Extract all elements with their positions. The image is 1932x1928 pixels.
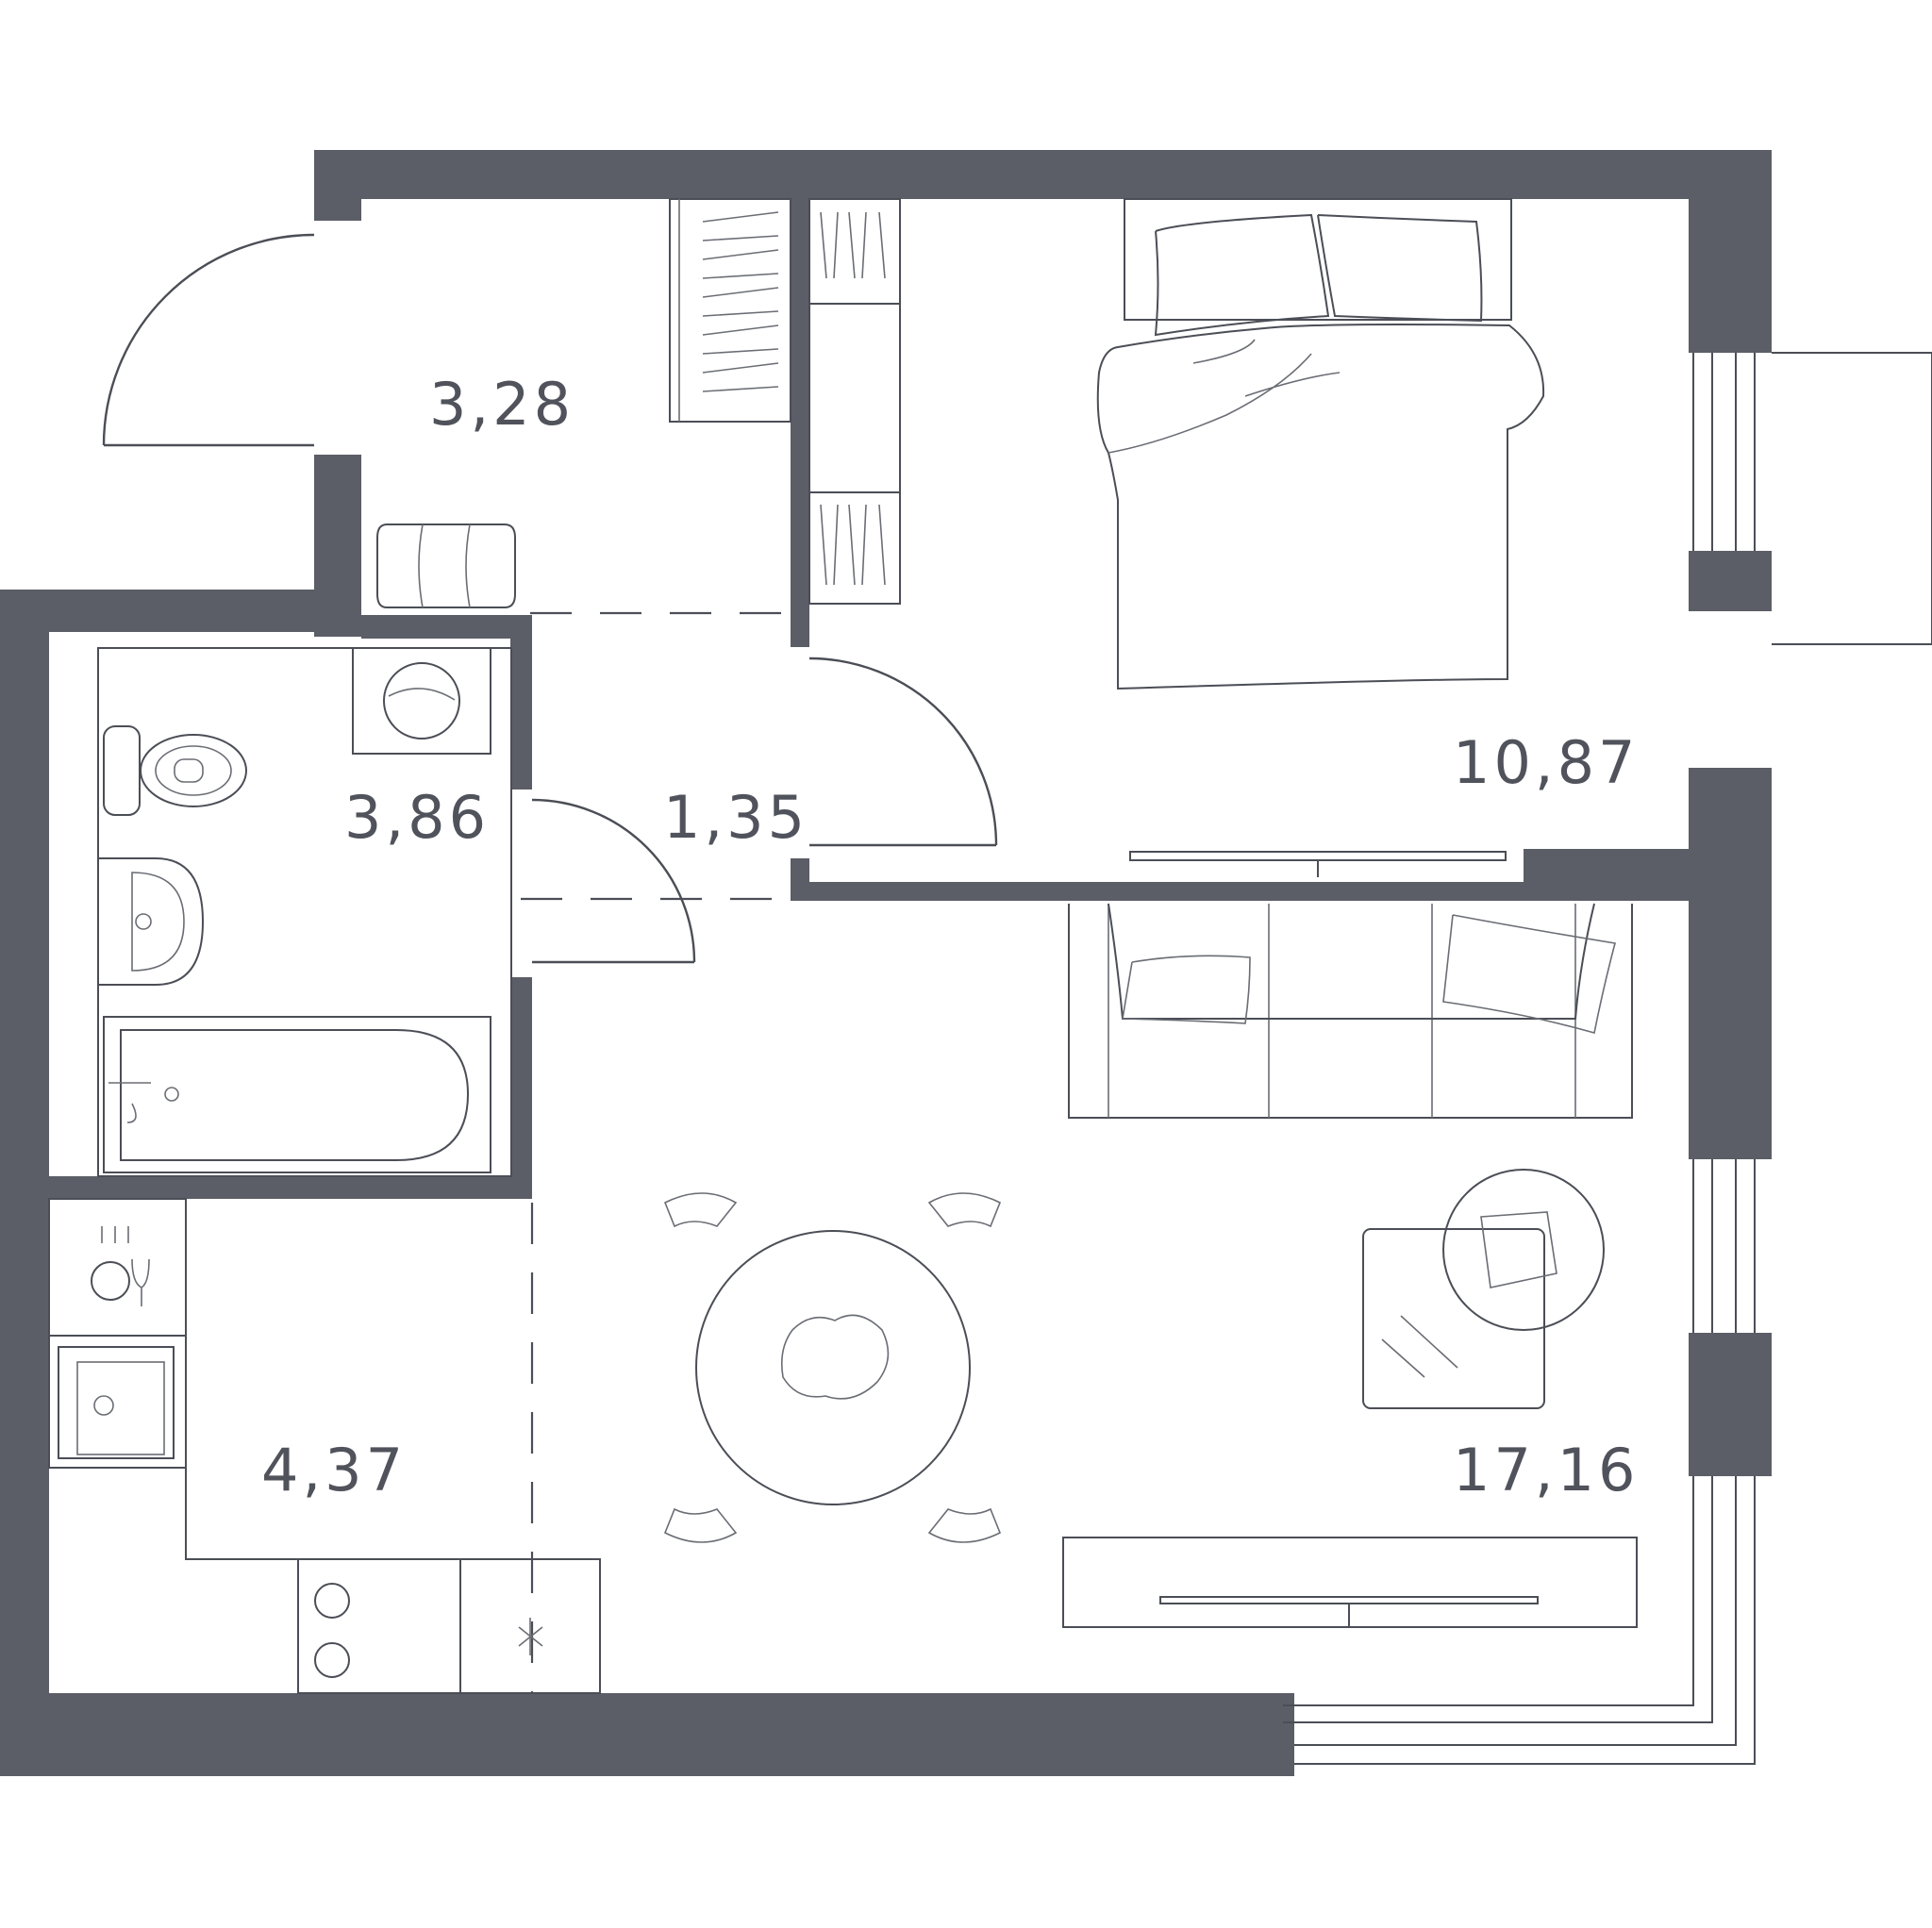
bed [1096,198,1545,690]
washing-machine [352,647,491,755]
entrance-door[interactable] [102,233,315,447]
area-label-hallway: 3,28 [429,370,575,439]
bedroom-door[interactable] [808,657,998,847]
kitchen-units [48,1198,601,1694]
area-label-bathroom: 3,86 [344,783,490,852]
tv-stand [1062,1537,1638,1628]
dining-table [663,1192,1002,1543]
room-labels: 3,28 3,86 1,35 10,87 4,37 17,16 [261,370,1640,1504]
area-label-living-room: 17,16 [1453,1436,1640,1504]
coffee-table [1362,1169,1605,1409]
walls [0,150,1772,1776]
doors [102,233,998,1693]
toilet [103,725,247,816]
pouf [376,524,516,608]
area-label-bedroom: 10,87 [1453,728,1640,797]
balcony-outline [1772,352,1932,645]
windows [1283,353,1756,1765]
bathroom-door[interactable] [531,798,696,964]
wardrobe [669,198,901,605]
sink [98,857,205,986]
area-label-corridor: 1,35 [663,783,808,852]
sofa [1068,903,1633,1119]
bathroom-fixtures [97,647,512,1177]
area-label-kitchen: 4,37 [261,1436,407,1504]
bathtub [103,1016,491,1173]
bedroom-tv [1129,851,1507,877]
